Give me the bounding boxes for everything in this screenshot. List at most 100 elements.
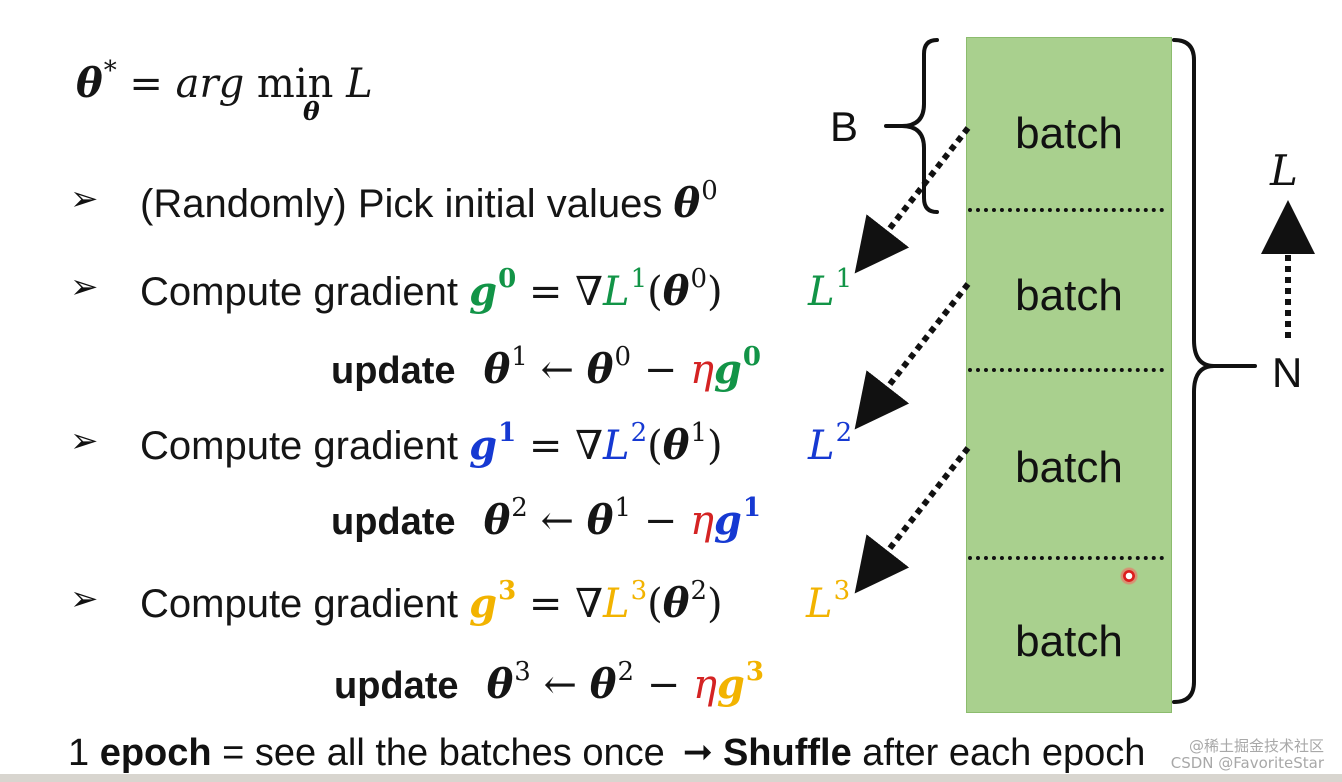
bottom-edge-strip: [0, 774, 1342, 782]
gradient-equals-nabla: = ∇: [516, 423, 604, 469]
theta-one-right: θ: [586, 497, 614, 544]
theta-zero-right-superscript: 0: [614, 342, 631, 372]
eta-symbol: η: [689, 498, 714, 544]
gradient-g0-update-superscript: 0: [742, 342, 761, 372]
gradient-equals-nabla: = ∇: [516, 581, 604, 627]
theta-two-left-superscript: 2: [511, 493, 528, 523]
gradient-g0: g: [469, 268, 498, 315]
dotted-arrow-icon: [854, 446, 971, 594]
compute-gradient-text: Compute gradient: [140, 270, 470, 314]
eta-symbol: η: [692, 662, 717, 708]
arrowhead-bullet-icon: ➢: [70, 421, 99, 461]
compute-gradient-step-2: Compute gradient g1 = ∇L2(θ1): [140, 420, 723, 466]
batch-divider-2: [968, 368, 1164, 372]
compute-gradient-step-1: Compute gradient g0 = ∇L1(θ0): [140, 266, 723, 312]
batch-label-2: batch: [1015, 271, 1123, 320]
theta-zero-argument: θ: [662, 268, 690, 315]
eta-symbol: η: [689, 347, 714, 393]
epoch-word: epoch: [99, 732, 212, 774]
equals-sign: =: [129, 61, 176, 107]
side-loss-l3: L3: [806, 578, 850, 624]
shuffle-tail: after each epoch: [851, 732, 1146, 774]
batch-divider-3: [968, 556, 1164, 560]
open-paren: (: [647, 269, 663, 315]
theta-zero-right: θ: [586, 346, 614, 393]
shuffle-word: Shuffle: [722, 732, 852, 774]
epoch-count: 1: [68, 732, 100, 774]
theta-three-left-superscript: 3: [514, 657, 531, 687]
batch-label-4: batch: [1015, 617, 1123, 666]
compute-gradient-step-3: Compute gradient g3 = ∇L3(θ2): [140, 578, 723, 624]
watermark-line-1: @稀土掘金技术社区: [1188, 737, 1324, 755]
gradient-g1-update: g: [713, 497, 742, 544]
theta-star-superscript: *: [103, 56, 117, 86]
theta-two-argument-superscript: 2: [690, 576, 707, 606]
arrowhead-bullet-icon: ➢: [70, 179, 99, 219]
theta-star-symbol: θ: [76, 60, 103, 107]
gradient-g1-update-superscript: 1: [742, 493, 761, 523]
epoch-definition: = see all the batches once: [211, 732, 665, 774]
gradient-equals-nabla: = ∇: [516, 269, 604, 315]
loss-l2: L: [603, 423, 630, 469]
batch-divider-1: [968, 208, 1164, 212]
theta-one-right-superscript: 1: [614, 493, 631, 523]
objective-formula: θ* = arg min L: [76, 58, 373, 104]
left-arrow-symbol: ←: [527, 498, 587, 544]
close-paren: ): [706, 581, 723, 627]
theta-two-left: θ: [483, 497, 511, 544]
side-loss-l1: L1: [808, 266, 852, 312]
side-loss-l2-superscript: 2: [835, 418, 853, 448]
batch-label-3: batch: [1015, 443, 1123, 492]
theta-two-argument: θ: [662, 580, 690, 627]
loss-l2-superscript: 2: [630, 418, 648, 448]
gradient-g3-update: g: [716, 661, 745, 708]
dotted-arrow-icon: [854, 126, 971, 274]
left-arrow-symbol: ←: [527, 347, 587, 393]
dataset-size-brace: [1172, 38, 1257, 704]
compute-gradient-text: Compute gradient: [140, 424, 470, 468]
left-arrow-symbol: ←: [530, 662, 590, 708]
theta-one-argument: θ: [662, 422, 690, 469]
theta-one-left: θ: [483, 346, 511, 393]
loss-direction-label: L: [1270, 146, 1298, 195]
theta-zero-argument-superscript: 0: [690, 264, 707, 294]
side-loss-l1-superscript: 1: [835, 264, 853, 294]
close-paren: ): [706, 269, 723, 315]
minus-symbol: −: [633, 662, 693, 708]
close-paren: ): [706, 423, 723, 469]
open-paren: (: [647, 423, 663, 469]
theta-zero-symbol: θ: [673, 180, 701, 227]
loss-l3-superscript: 3: [630, 576, 648, 606]
batch-size-label: B: [830, 103, 859, 150]
initial-values-text: (Randomly) Pick initial values: [140, 182, 674, 226]
side-loss-l3-symbol: L: [806, 581, 833, 627]
dataset-size-label: N: [1272, 349, 1303, 396]
theta-one-argument-superscript: 1: [690, 418, 707, 448]
theta-two-right-superscript: 2: [617, 657, 634, 687]
gradient-g1-superscript: 1: [498, 418, 517, 448]
dotted-arrow-icon: [854, 282, 971, 430]
side-loss-l2: L2: [808, 420, 852, 466]
update-label: update: [331, 350, 456, 392]
batch-label-1: batch: [1015, 109, 1123, 158]
update-label: update: [331, 501, 456, 543]
gradient-g3-superscript: 3: [498, 576, 517, 606]
theta-one-left-superscript: 1: [511, 342, 528, 372]
laser-pointer-icon: [1120, 567, 1138, 585]
side-loss-l3-superscript: 3: [833, 576, 851, 606]
minus-symbol: −: [630, 498, 690, 544]
min-subscript-theta: θ: [303, 97, 320, 126]
gradient-g3: g: [469, 580, 498, 627]
gradient-g0-update: g: [713, 346, 742, 393]
arg-text: arg: [175, 61, 245, 107]
open-paren: (: [647, 581, 663, 627]
watermark-line-2: CSDN @FavoriteStar: [1170, 754, 1324, 772]
side-loss-l1-symbol: L: [808, 269, 835, 315]
epoch-summary: 1 epoch = see all the batches once➞Shuff…: [68, 734, 1145, 772]
minus-symbol: −: [630, 347, 690, 393]
loss-l1-superscript: 1: [630, 264, 648, 294]
